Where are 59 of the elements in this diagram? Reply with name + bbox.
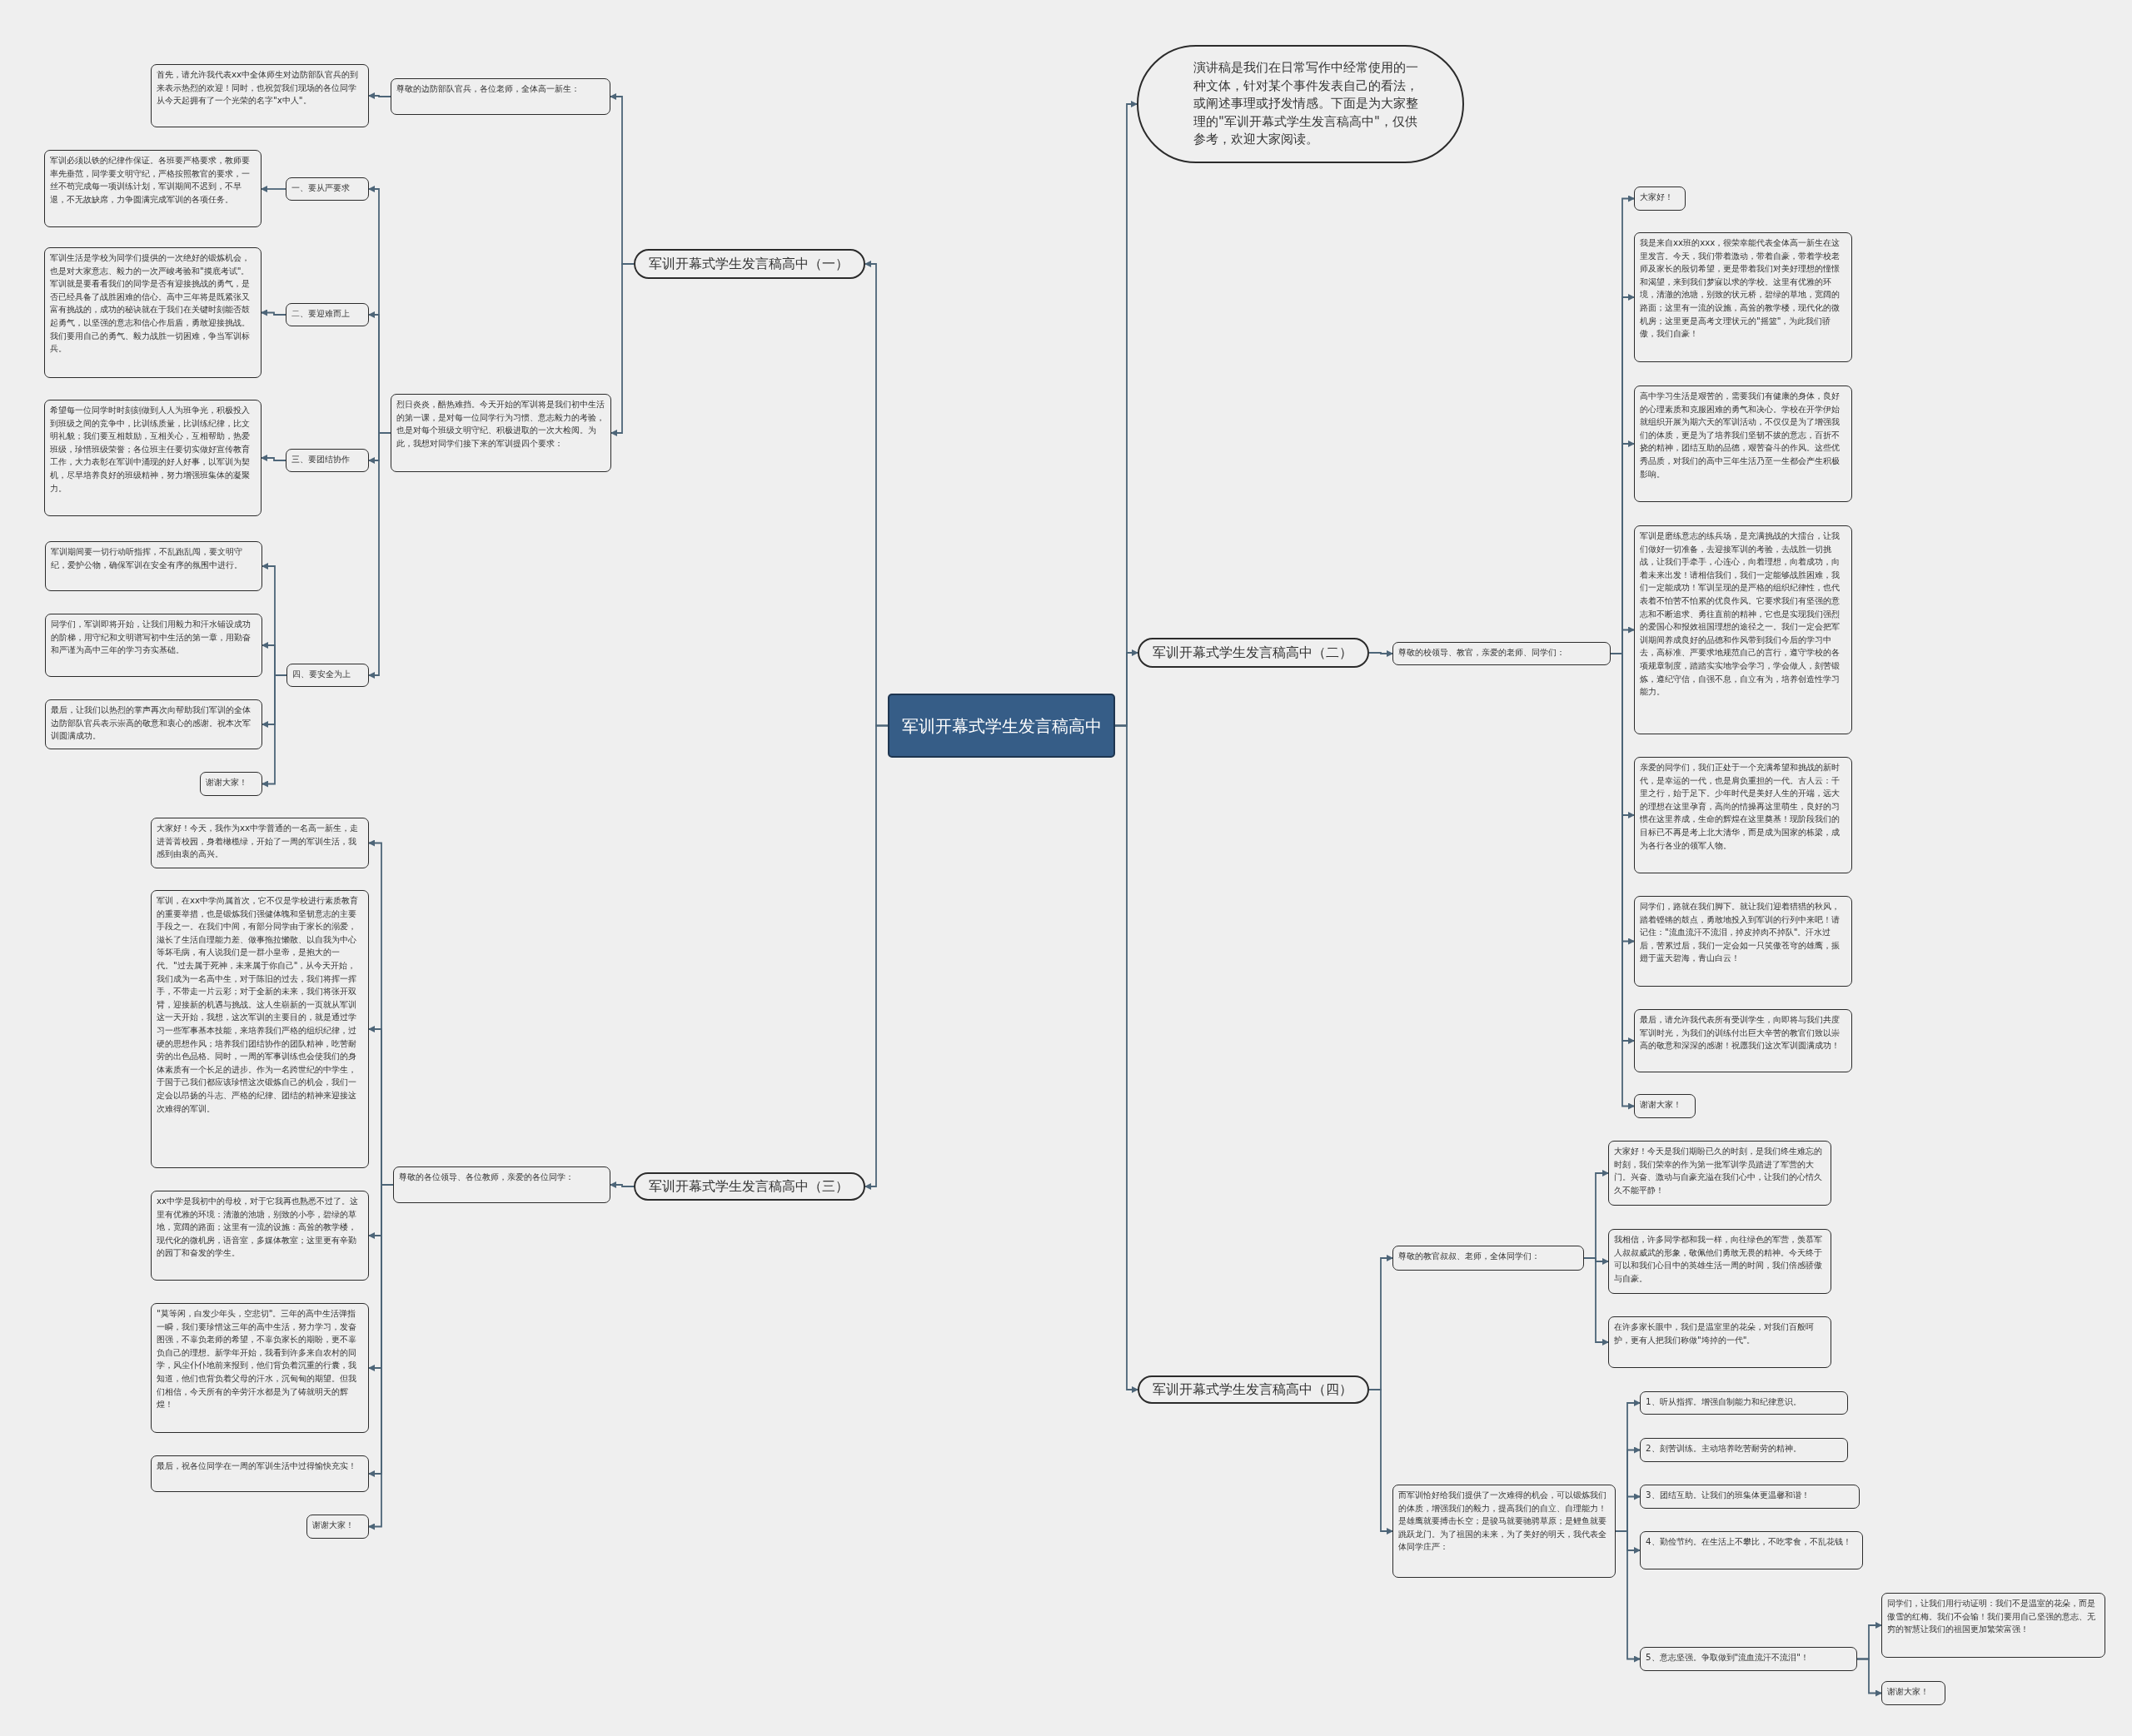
text-box: 大家好！今天是我们期盼已久的时刻，是我们终生难忘的时刻，我们荣幸的作为第一批军训学员踏进了军营的大门。兴奋、激动与自豪充溢在我们心中，让我们的心情久久不能平静！ [1608, 1141, 1831, 1206]
text-box: 尊敬的校领导、教官，亲爱的老师、同学们： [1392, 642, 1611, 665]
text-box: 军训期间要一切行动听指挥，不乱跑乱闯，要文明守纪，爱护公物，确保军训在安全有序的氛围中进行。 [45, 541, 262, 591]
text-box: 5、意志坚强。争取做到"流血流汗不流泪"！ [1640, 1647, 1857, 1671]
text-box: 首先，请允许我代表xx中全体师生对边防部队官兵的到来表示热烈的欢迎！同时，也祝贺我们现场的各位同学从今天起拥有了一个光荣的名字"x中人"。 [151, 64, 369, 127]
text-box: xx中学是我初中的母校，对于它我再也熟悉不过了。这里有优雅的环境：清澈的池塘，别致的小亭，碧绿的草地，宽阔的路面；这里有一流的设施：高耸的教学楼，现代化的微机房，语音室，多媒体教室；这里更有辛勤的园丁和奋发的学生。 [151, 1191, 369, 1281]
connector-arrow [1114, 724, 1138, 1393]
text-box: 而军训恰好给我们提供了一次难得的机会，可以锻炼我们的体质，增强我们的毅力，提高我们的自立、自理能力！是雄鹰就要搏击长空；是骏马就要驰骋草原；是鲤鱼就要跳跃龙门。为了祖国的未来，为了美好的明天，我代表全体同学庄严： [1392, 1485, 1616, 1578]
text-box: 最后，祝各位同学在一周的军训生活中过得愉快充实！ [151, 1455, 369, 1492]
branch-box: 军训开幕式学生发言稿高中（二） [1138, 638, 1369, 668]
connector-arrow [368, 432, 391, 679]
connector-arrow [864, 724, 889, 1190]
text-box: 谢谢大家！ [1881, 1681, 1945, 1705]
text-box: 大家好！ [1634, 187, 1686, 211]
text-box: "莫等闲，白发少年头，空悲切"。三年的高中生活弹指一瞬，我们要珍惜这三年的高中生活，努力学习，发奋图强，不辜负老师的希望，不辜负家长的期盼，更不辜负自己的理想。新学年开始，我看到许多来自农村的同学，风尘仆仆地前来报到，他们背负着沉重的行囊，我知道，他们也背负着父母的汗水，沉甸甸的期望。但我们相信，今天所有的辛劳汗水都是为了铸就明天的辉煌！ [151, 1303, 369, 1433]
text-box: 我相信，许多同学都和我一样，向往绿色的军营，羡慕军人叔叔威武的形象，敬佩他们勇敢无畏的精神。今天终于可以和我们心目中的英雄生活一周的时间，我们倍感骄傲与自豪。 [1608, 1229, 1831, 1294]
text-box: 尊敬的边防部队官兵，各位老师，全体高一新生： [391, 78, 610, 115]
text-box: 希望每一位同学时时刻刻做到人人为班争光，积极投入到班级之间的竞争中，比训练质量，比训练纪律，比文明礼貌；我们要互相鼓励，互相关心，互相帮助，热爱班级，珍惜班级荣誉；各位班主任要切实做好宣传教育工作，大力表彰在军训中涌现的好人好事，以军训为契机，尽早培养良好的班级精神，努力增强班集体的凝聚力。 [44, 400, 262, 516]
text-box: 在许多家长眼中，我们是温室里的花朵，对我们百般呵护，更有人把我们称做"垮掉的一代"。 [1608, 1316, 1831, 1368]
connector-arrow [368, 92, 391, 99]
text-box: 2、刻苦训练。主动培养吃苦耐劳的精神。 [1640, 1438, 1848, 1462]
connector-arrow [1368, 650, 1393, 657]
text-box: 军训，在xx中学尚属首次，它不仅是学校进行素质教育的重要举措，也是锻炼我们强健体魄和坚韧意志的主要手段之一。在我们中间，有部分同学由于家长的溺爱，滋长了生活自理能力差、做事拖拉懒散、以自我为中心等坏毛病，有人说我们是一群小皇帝，是抱大的一代。"过去属于死神，未来属于你自己"，从今天开始，我们成为一名高中生，对于陈旧的过去，我们将挥一挥手，不带走一片云彩；对于全新的未来，我们将张开双臂，迎接新的机遇与挑战。这人生崭新的一页就从军训这一天开始，我想，这次军训的主要目的，就是通过学习一些军事基本技能，来培养我们严格的组织纪律，过硬的思想作风；培养我们团结协作的团队精神，吃苦耐劳的出色品格。同时，一周的军事训练也会使我们的身体素质有一个长足的进步。作为一名跨世纪的中学生，于国于己我们都应该珍惜这次锻炼自己的机会，我们一定会以昂扬的斗志、严格的纪律、团结的精神来迎接这次难得的军训。 [151, 890, 369, 1168]
text-box: 三、要团结协作 [286, 449, 369, 472]
text-box: 同学们，军训即将开始，让我们用毅力和汗水铺设成功的阶梯，用守纪和文明谱写初中生活的第一章，用勤奋和严谨为高中三年的学习夯实基础。 [45, 614, 262, 677]
branch-box: 军训开幕式学生发言稿高中（四） [1138, 1375, 1369, 1404]
connector-arrow [261, 309, 286, 316]
text-box: 军训生活是学校为同学们提供的一次绝好的锻炼机会，也是对大家意志、毅力的一次严峻考验和"摸底考试"。军训就是要看看我们的同学是否有迎接挑战的勇气，是否已经具备了战胜困难的信心。高中三年将是既紧张又富有挑战的，成功的秘诀就在于我们在关键时刻能否鼓起勇气，以坚强的意志和信心作后盾，勇敢迎接挑战。我们要用自己的勇气、毅力战胜一切困难，争当军训标兵。 [44, 247, 262, 378]
branch-box: 军训开幕式学生发言稿高中（一） [634, 249, 865, 279]
text-box: 尊敬的教官叔叔、老师，全体同学们： [1392, 1246, 1584, 1271]
text-box: 谢谢大家！ [306, 1515, 369, 1539]
connector-arrow [1368, 1389, 1393, 1535]
text-box: 3、团结互助。让我们的班集体更温馨和谐！ [1640, 1485, 1860, 1509]
text-box: 二、要迎难而上 [286, 303, 369, 326]
connector-arrow [261, 186, 286, 192]
text-box: 亲爱的同学们，我们正处于一个充满希望和挑战的新时代，是幸运的一代，也是肩负重担的一代。古人云：千里之行，始于足下。少年时代是美好人生的开端，远大的理想在这里孕育，高尚的情操再这里萌生，良好的习惯在这里养成，生命的辉煌在这里奠基！现阶段我们的目标已不再是考上北大清华，而是成为国家的栋梁，成为各行各业的领军人物。 [1634, 757, 1852, 873]
topic-box: 军训开幕式学生发言稿高中 [888, 694, 1115, 758]
text-box: 最后，请允许我代表所有受训学生，向即将与我们共度军训时光，为我们的训练付出巨大辛苦的教官们致以崇高的敬意和深深的感谢！祝愿我们这次军训圆满成功！ [1634, 1009, 1852, 1072]
text-box: 军训必须以铁的纪律作保证。各班要严格要求，教师要率先垂范，同学要文明守纪，严格按照教官的要求，一丝不苟完成每一项训练计划，军训期间不迟到，不早退，不无故缺席，力争圆满完成军训的各项任务。 [44, 150, 262, 227]
text-box: 1、听从指挥。增强自制能力和纪律意识。 [1640, 1391, 1848, 1415]
text-box: 高中学习生活是艰苦的，需要我们有健康的身体，良好的心理素质和克服困难的勇气和决心。学校在开学伊始就组织开展为期六天的军训活动，不仅仅是为了增强我们的体质，更是为了培养我们坚韧不拔的意志，百折不挠的精神，团结互助的品德，艰苦奋斗的作风。这些优秀品质，对我们的高中三年生活乃至一生都会产生积极影响。 [1634, 386, 1852, 502]
intro-bubble: 演讲稿是我们在日常写作中经常使用的一种文体，针对某个事件发表自己的看法，或阐述事理或抒发情感。下面是为大家整理的"军训开幕式学生发言稿高中"，仅供参考，欢迎大家阅读。 [1137, 45, 1464, 163]
text-box: 谢谢大家！ [1634, 1094, 1696, 1118]
text-box: 大家好！今天，我作为xx中学普通的一名高一新生，走进菁菁校园，身着橄榄绿，开始了一周的军训生活，我感到由衷的高兴。 [151, 818, 369, 868]
text-box: 最后，让我们以热烈的掌声再次向帮助我们军训的全体边防部队官兵表示崇高的敬意和衷心的感谢。祝本次军训圆满成功。 [45, 699, 262, 749]
text-box: 一、要从严要求 [286, 177, 369, 201]
connector-arrow [261, 455, 286, 461]
text-box: 同学们，路就在我们脚下。就让我们迎着猎猎的秋风，踏着铿锵的鼓点，勇敢地投入到军训的行列中来吧！请记住："流血流汗不流泪，掉皮掉肉不掉队"。汗水过后，苦累过后，我们一定会如一只笑傲苍穹的雄鹰，振翅于蓝天碧海，青山白云！ [1634, 896, 1852, 987]
text-box: 尊敬的各位领导、各位教师，亲爱的各位同学： [393, 1166, 610, 1203]
text-box: 四、要安全为上 [286, 664, 369, 687]
text-box: 烈日炎炎，酷热难挡。今天开始的军训将是我们初中生活的第一课，是对每一位同学行为习惯、意志毅力的考验，也是对每个班级文明守纪、积极进取的一次大检阅。为此，我想对同学们接下来的军训提四个要求： [391, 394, 611, 472]
text-box: 同学们，让我们用行动证明：我们不是温室的花朵，而是傲雪的红梅。我们不会输！我们要用自己坚强的意志、无穷的智慧让我们的祖国更加繁荣富强！ [1881, 1593, 2105, 1658]
connector-arrow [610, 1181, 635, 1188]
text-box: 4、勤俭节约。在生活上不攀比，不吃零食，不乱花钱！ [1640, 1531, 1863, 1569]
text-box: 我是来自xx班的xxx，很荣幸能代表全体高一新生在这里发言。今天，我们带着激动，带着自豪，带着学校老师及家长的殷切希望，更是带着我们对美好理想的憧憬和渴望，来到我们梦寐以求的学校。这里有优雅的环境，清澈的池塘，别致的状元桥，碧绿的草地，宽阔的路面；这里有一流的设施，高耸的教学楼，现代化的微机房；这里更是高考文理状元的"摇篮"，为此我们骄傲，我们自豪！ [1634, 232, 1852, 362]
text-box: 军训是磨练意志的练兵场，是充满挑战的大擂台，让我们做好一切准备，去迎接军训的考验，去战胜一切挑战，让我们手牵手，心连心，向着理想，向着成功，向着未来出发！请相信我们，我们一定能够战胜困难，我们一定能成功！军训呈现的是严格的组织纪律性，也代表着不怕苦不怕累的优良作风。它要求我们有坚强的意志和不断追求、勇往直前的精神，它也是实现我们强烈的爱国心和报效祖国理想的途径之一。我们一定会把军训期间养成良好的品德和作风带到我们今后的学习中去，高标准、严要求地规范自己的言行，遵守学校的各项规章制度，踏踏实实地学会学习，学会做人，刻苦锻炼，遵纪守信，自强不息，自立有为，培养创造性学习能力。 [1634, 525, 1852, 734]
branch-box: 军训开幕式学生发言稿高中（三） [634, 1172, 865, 1201]
connector-arrow [1856, 1658, 1882, 1697]
text-box: 谢谢大家！ [200, 772, 262, 796]
